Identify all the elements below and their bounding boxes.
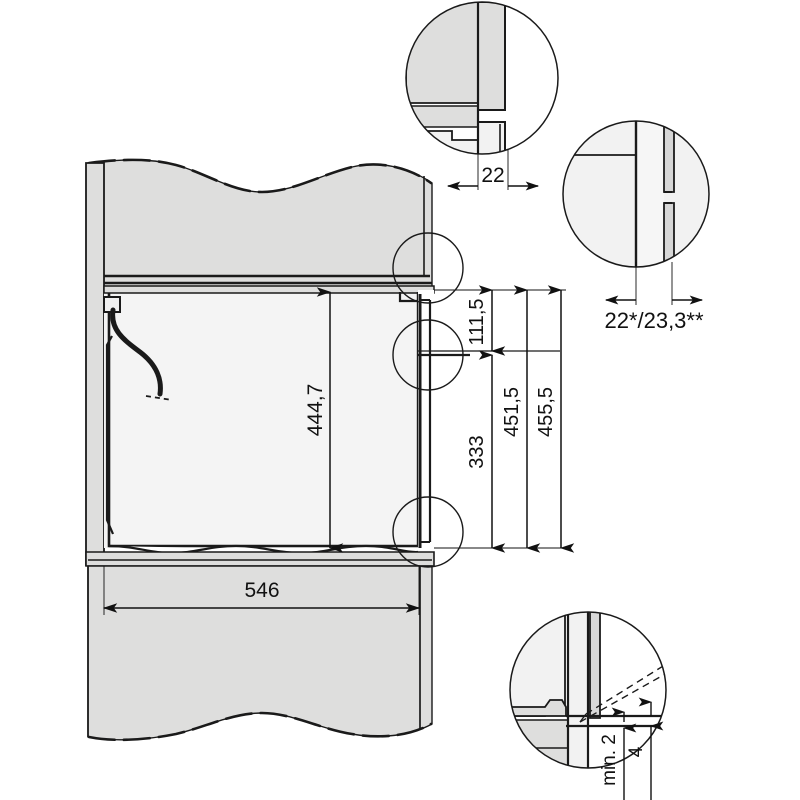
- detail-view-bottom: min. 2 4: [509, 611, 667, 800]
- wavy-break-line-bottom: [87, 711, 433, 742]
- dimension-label-451-5: 451,5: [501, 387, 523, 437]
- detail-bottom-swing-line-b: [579, 667, 666, 723]
- right-dimension-stack: 111,5 333 451,5 455,5: [434, 285, 575, 553]
- dimension-label-4: 4: [626, 746, 647, 757]
- dimension-label-455-5: 455,5: [535, 387, 557, 437]
- detail-top-label-22: 22: [481, 164, 504, 187]
- dimension-333: 333: [466, 350, 506, 553]
- dimension-444-7: 444,7: [304, 287, 344, 553]
- oven-body-outline: [107, 290, 430, 548]
- callout-circle-top: [392, 232, 464, 304]
- dimension-546: 546: [102, 566, 421, 615]
- oven-top-panel: [103, 285, 435, 294]
- callout-circle-mid: [392, 319, 464, 391]
- dimension-455-5: 455,5: [535, 285, 575, 553]
- detail-right-centre-panel: [636, 121, 664, 267]
- dimension-111-5: 111,5: [466, 285, 506, 356]
- dimension-label-333: 333: [466, 435, 488, 468]
- detail-top-circle: [405, 1, 559, 155]
- detail-top-front-upper: [477, 2, 506, 111]
- left-upright: [85, 162, 105, 566]
- detail-bottom-door-strip: [589, 612, 601, 719]
- detail-bottom-circle: [509, 611, 667, 769]
- power-cable: [110, 307, 163, 397]
- plinth-band: [85, 551, 435, 567]
- detail-bottom-door-panel: [566, 612, 590, 768]
- dimension-label-111-5: 111,5: [466, 298, 488, 345]
- dimension-label-444-7: 444,7: [304, 384, 327, 437]
- detail-right-label-22-233: 22*/23,3**: [604, 308, 704, 333]
- wavy-break-line-top: [87, 158, 433, 194]
- cable-end-marker: [145, 395, 173, 401]
- dimension-4: 4: [626, 697, 664, 800]
- detail-view-right: 22*/23,3**: [562, 120, 710, 333]
- dimension-min-2: min. 2: [599, 707, 637, 800]
- cable-entry-bracket: [103, 296, 121, 313]
- left-inner-profile: [105, 335, 115, 535]
- top-right-notch: [398, 292, 418, 303]
- detail-bottom-relief: [510, 699, 567, 717]
- dimension-451-5: 451,5: [501, 285, 541, 553]
- callout-circle-bottom: [392, 496, 464, 568]
- detail-bottom-swing-line-a: [585, 657, 666, 715]
- dimension-label-min-2: min. 2: [599, 734, 620, 786]
- dimension-label-546: 546: [244, 579, 279, 602]
- detail-right-strip-upper: [663, 121, 675, 193]
